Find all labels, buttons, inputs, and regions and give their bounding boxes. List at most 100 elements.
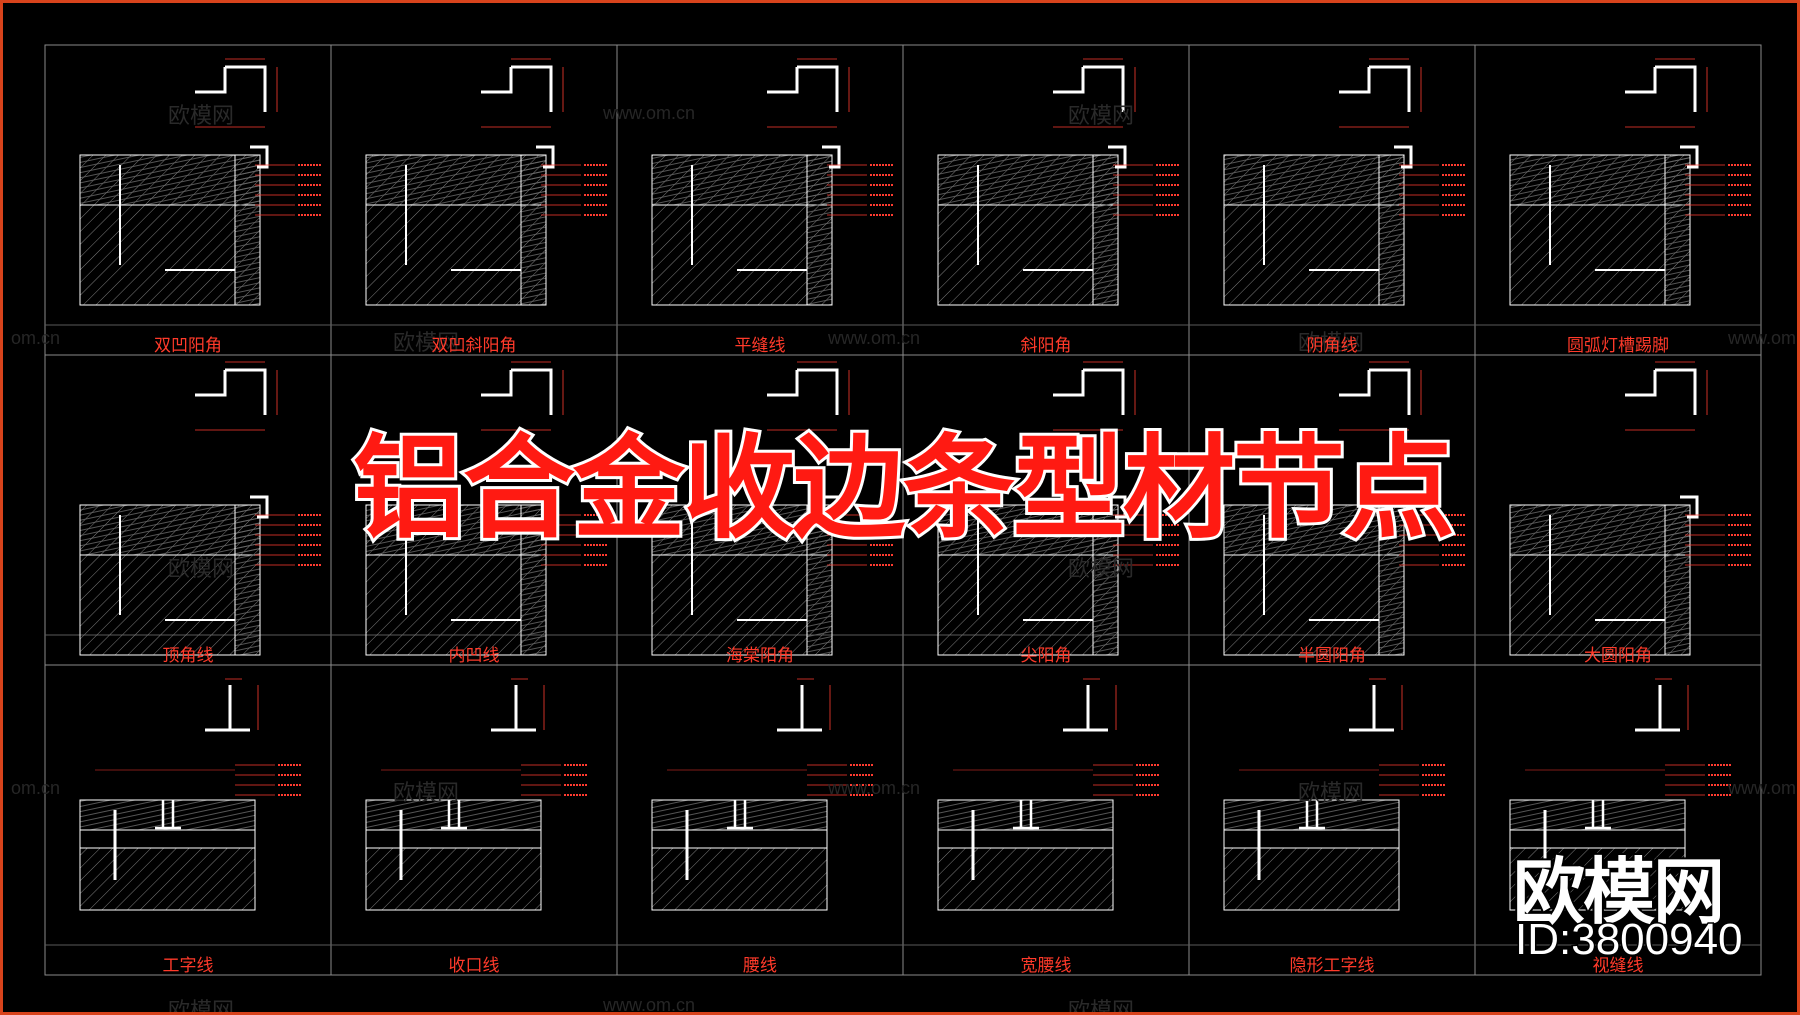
aluminum-profile-section (1013, 800, 1039, 830)
profile-detail (1339, 65, 1411, 112)
profile-detail (767, 65, 839, 112)
board-layer-section (79, 829, 256, 849)
watermark-url: www.om.cn (603, 995, 696, 1015)
brand-logo-name: 欧模网 (1511, 848, 1727, 936)
board-layer-section (651, 829, 828, 849)
concrete-base-section (651, 847, 828, 911)
profile-detail (205, 685, 250, 732)
side-finish-layer (234, 504, 261, 656)
profile-detail (195, 65, 267, 112)
profile-detail (1349, 685, 1394, 732)
cell-label-yinjiaoxian: 阴角线 (1306, 336, 1358, 356)
aluminum-profile-section (1585, 800, 1611, 830)
panel-layer-section (1509, 799, 1686, 831)
profile-detail (1625, 65, 1697, 112)
aluminum-profile-section (536, 495, 555, 519)
brand-id: ID:3800940 (1514, 914, 1745, 966)
watermark-text: 欧模网 (168, 104, 235, 129)
cell-label-yinxing-gongzixian: 隐形工字线 (1289, 956, 1375, 976)
watermark-url: om.cn (11, 778, 61, 798)
cell-label-shoukouxian: 收口线 (448, 956, 500, 976)
cell-label-shifengxian: 视缝线 (1592, 956, 1644, 976)
finish-layer-section (365, 154, 547, 206)
cell-label-neiaoxian: 内凹线 (448, 646, 500, 666)
profile-detail (777, 685, 822, 732)
aluminum-profile-section (1680, 145, 1699, 169)
sheet-title: 铝合金收边条型材节点 (350, 424, 1458, 554)
aluminum-profile-section (536, 145, 555, 169)
watermark-text: 欧模网 (168, 557, 235, 582)
finish-layer-section (1509, 154, 1691, 206)
panel-layer-section (365, 799, 542, 831)
side-finish-layer (806, 504, 833, 656)
side-finish-layer (520, 504, 547, 656)
profile-detail (1635, 685, 1680, 732)
cell-label-xie-yangjiao: 斜阳角 (1020, 336, 1072, 356)
cell-label-yuanhu-dengcao-tijiao: 圆弧灯槽踢脚 (1567, 336, 1669, 356)
finish-layer-section (1223, 504, 1405, 556)
side-finish-layer (1092, 154, 1119, 306)
profile-detail (1053, 65, 1125, 112)
cell-label-haitang-yangjiao: 海棠阳角 (726, 646, 794, 666)
profile-detail (1063, 685, 1108, 732)
watermark-text: 欧模网 (168, 999, 235, 1015)
cell-label-jian-yangjiao: 尖阳角 (1020, 646, 1072, 666)
panel-layer-section (937, 799, 1114, 831)
watermark-url: www.om.cn (603, 103, 696, 123)
panel-layer-section (1223, 799, 1400, 831)
cad-drawing-canvas (44, 44, 1762, 976)
profile-detail (767, 368, 839, 415)
aluminum-profile-section (727, 800, 753, 830)
cell-label-banyuan-yangjiao: 半圆阳角 (1298, 646, 1366, 666)
aluminum-profile-section (822, 145, 841, 169)
profile-detail (195, 368, 267, 415)
watermark-url: www.om.cn (828, 778, 921, 798)
finish-layer-section (651, 154, 833, 206)
panel-layer-section (651, 799, 828, 831)
board-layer-section (365, 829, 542, 849)
watermark-url: om.cn (11, 328, 61, 348)
concrete-base-section (79, 847, 256, 911)
watermark-text: 欧模网 (393, 781, 460, 806)
watermark-url: www.om.cn (1728, 778, 1797, 798)
cell-label-pingfengxian: 平缝线 (734, 336, 786, 356)
side-finish-layer (520, 154, 547, 306)
side-finish-layer (1378, 154, 1405, 306)
cell-label-yaoxian: 腰线 (743, 956, 777, 976)
side-finish-layer (806, 154, 833, 306)
side-finish-layer (1092, 504, 1119, 656)
watermark-url: www.om.cn (828, 328, 921, 348)
profile-detail (1053, 368, 1125, 415)
board-layer-section (937, 829, 1114, 849)
finish-layer-section (365, 504, 547, 556)
aluminum-profile-section (441, 800, 467, 830)
profile-detail (1625, 368, 1697, 415)
aluminum-profile-section (1680, 495, 1699, 519)
finish-layer-section (79, 154, 261, 206)
watermark-text: 欧模网 (1068, 999, 1135, 1015)
finish-layer-section (1223, 154, 1405, 206)
aluminum-profile-section (1108, 145, 1127, 169)
concrete-base-section (1509, 847, 1686, 911)
aluminum-profile-section (1108, 495, 1127, 519)
cell-label-dayuan-yangjiao: 大圆阳角 (1584, 646, 1652, 666)
concrete-base-section (365, 847, 542, 911)
cell-label-shuangao-yangjiao: 双凹阳角 (154, 336, 222, 356)
aluminum-profile-section (250, 145, 269, 169)
aluminum-profile-section (822, 495, 841, 519)
watermark-text: 欧模网 (393, 331, 460, 356)
profile-detail (491, 685, 536, 732)
profile-detail (1339, 368, 1411, 415)
aluminum-profile-section (250, 495, 269, 519)
side-finish-layer (1664, 504, 1691, 656)
cell-label-shuangao-xie-yangjiao: 双凹斜阳角 (431, 336, 517, 356)
cell-label-dingjiaoxian: 顶角线 (162, 646, 214, 666)
aluminum-profile-section (1394, 495, 1413, 519)
cell-label-gongzixian: 工字线 (162, 956, 214, 976)
finish-layer-section (937, 154, 1119, 206)
watermark-text: 欧模网 (1068, 557, 1135, 582)
profile-detail (481, 368, 553, 415)
watermark-text: 欧模网 (1298, 331, 1365, 356)
side-finish-layer (234, 154, 261, 306)
